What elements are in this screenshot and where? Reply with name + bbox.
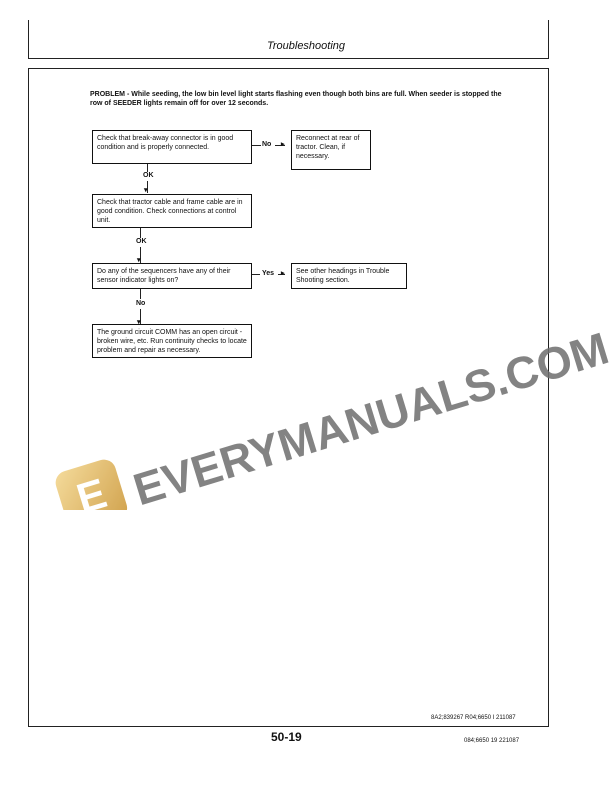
connector-ok-2-bottom: [140, 247, 141, 263]
arrow-down-icon-2: ▾: [137, 257, 141, 264]
connector-no-line-1: [252, 145, 261, 146]
ok-label-2: OK: [136, 238, 147, 245]
connector-no-3-top: [140, 289, 141, 299]
no-label-1: No: [262, 141, 272, 148]
frame-body-top-rule: [28, 68, 549, 69]
page-header-title: Troubleshooting: [266, 40, 346, 52]
result-reconnect: Reconnect at rear of tractor. Clean, if …: [291, 130, 371, 170]
yes-label: Yes: [262, 270, 275, 277]
connector-no-line-2: [275, 145, 285, 146]
arrow-right-icon-2: ▸: [281, 270, 285, 277]
watermark-everymanuals: E EVERYMANUALS.COM: [55, 322, 612, 510]
connector-yes-line-2: [278, 274, 285, 275]
frame-body-right-edge: [548, 68, 549, 726]
frame-body-bottom-rule: [28, 726, 549, 727]
frame-header-rule: [28, 58, 549, 59]
connector-ok-2-top: [140, 228, 141, 238]
watermark-text: EVERYMANUALS.COM: [128, 322, 612, 510]
step-check-cables: Check that tractor cable and frame cable…: [92, 194, 252, 228]
arrow-down-icon-3: ▾: [137, 319, 141, 326]
step-ground-circuit: The ground circuit COMM has an open circ…: [92, 324, 252, 358]
footer-code-right-top: 8A2;839267 R04;6650 I 211087: [431, 715, 516, 721]
step-sequencer-lights: Do any of the sequencers have any of the…: [92, 263, 252, 289]
arrow-right-icon: ▸: [281, 141, 285, 148]
footer-code-right-bottom: 084;6650 19 221087: [464, 738, 520, 744]
page-number: 50-19: [271, 730, 302, 744]
connector-no-3-bottom: [140, 309, 141, 324]
result-see-other-headings: See other headings in Trouble Shooting s…: [291, 263, 407, 289]
arrow-down-icon-1: ▾: [144, 187, 148, 194]
frame-body-left-edge: [28, 68, 29, 726]
connector-yes-line-1: [252, 274, 260, 275]
connector-ok-1-top: [147, 164, 148, 172]
frame-top-left-edge: [28, 20, 29, 58]
connector-ok-1-bottom: [147, 181, 148, 193]
frame-top-right-edge: [548, 20, 549, 58]
no-label-3: No: [136, 300, 146, 307]
watermark-logo-icon: [55, 459, 128, 510]
ok-label-1: OK: [143, 172, 154, 179]
problem-statement: PROBLEM - While seeding, the low bin lev…: [90, 91, 502, 107]
step-break-away-connector: Check that break-away connector is in go…: [92, 130, 252, 164]
